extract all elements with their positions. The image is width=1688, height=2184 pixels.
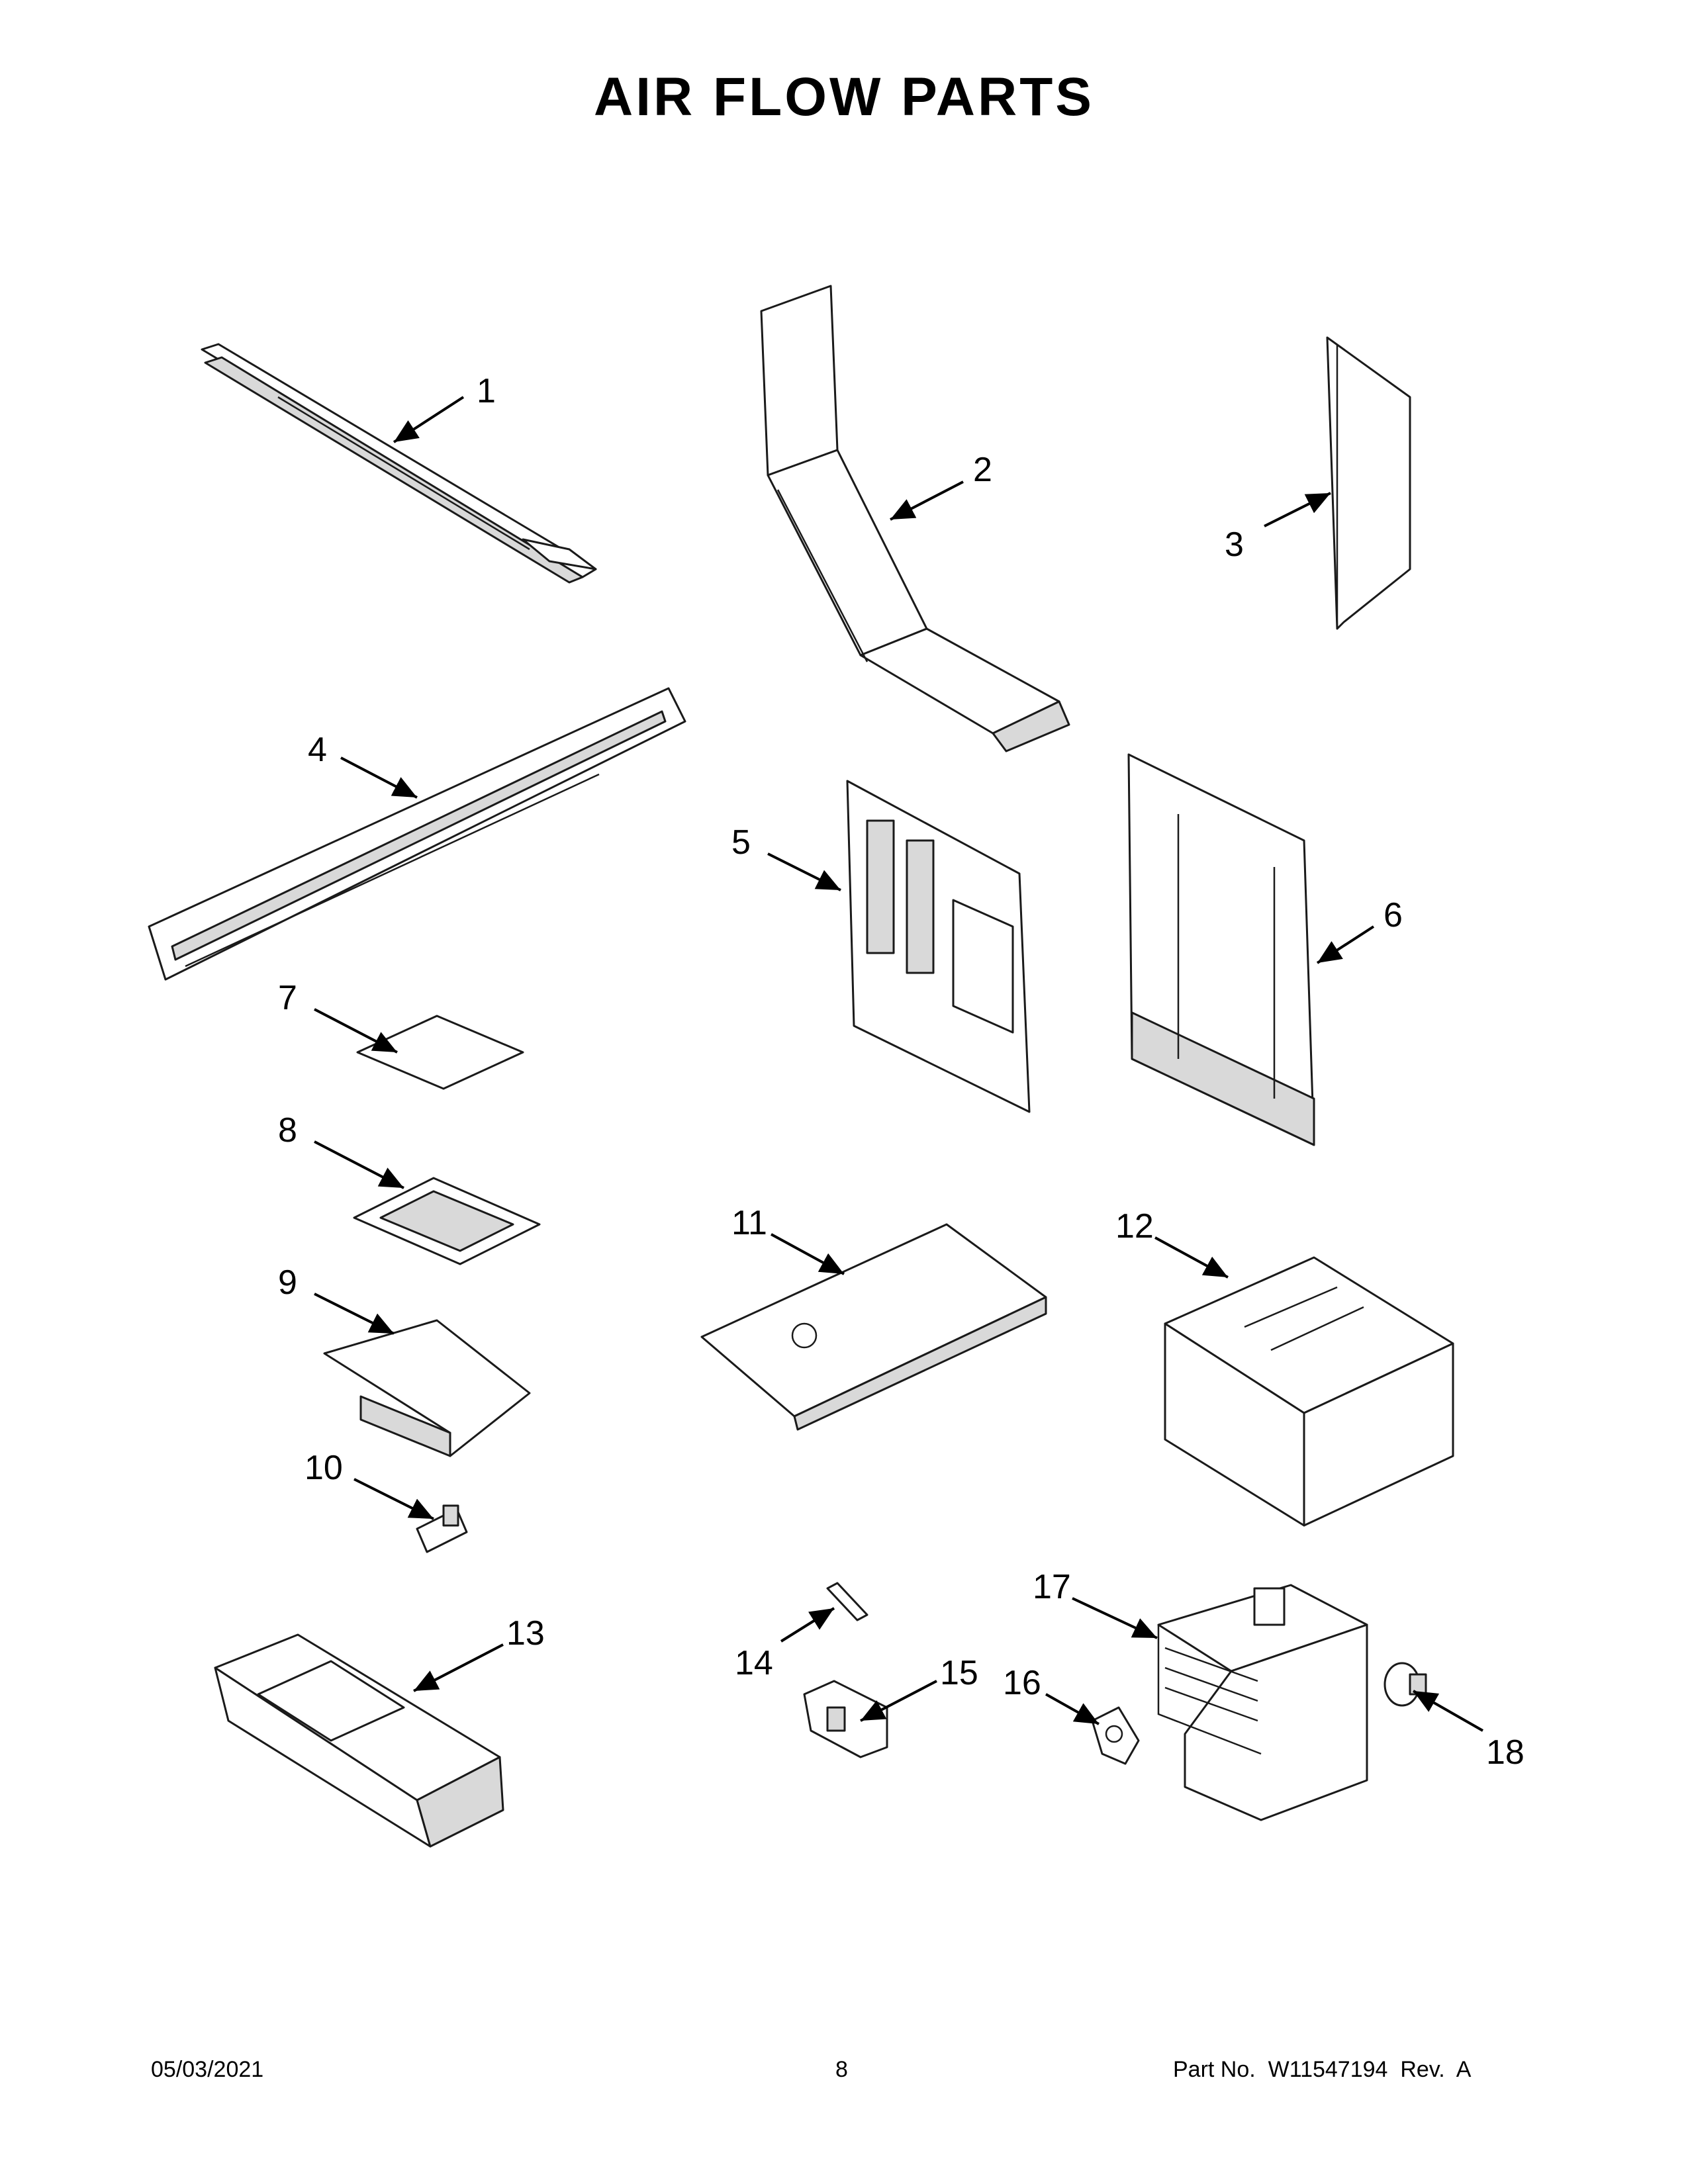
long-channel-icon [148,687,686,981]
callout-14: 14 [735,1644,773,1682]
leader-arrow-14 [780,1607,835,1643]
callout-7: 7 [278,979,297,1017]
footer-part-number: Part No. W11547194 Rev. A [1173,2057,1472,2082]
callout-2: 2 [973,451,992,489]
callout-4: 4 [308,731,327,769]
callout-5: 5 [731,823,751,862]
callout-13: 13 [506,1614,545,1653]
leader-arrow-13 [413,1643,504,1692]
callout-9: 9 [278,1263,297,1302]
leader-arrow-16 [1045,1693,1100,1725]
leader-arrow-7 [314,1008,398,1054]
side-panel-icon [1326,336,1411,630]
page-title: AIR FLOW PARTS [594,67,1094,127]
sensor-icon [416,1504,468,1553]
leader-arrow-6 [1316,925,1375,964]
clip-icon [1091,1706,1140,1765]
callout-11: 11 [731,1204,767,1242]
thermostat-icon [1383,1662,1427,1707]
leader-arrow-2 [890,480,964,521]
cover-plate-icon [700,1223,1047,1431]
leader-arrow-3 [1264,492,1331,527]
leader-arrow-11 [771,1233,845,1275]
callout-8: 8 [278,1111,297,1150]
leader-arrow-18 [1413,1690,1483,1732]
leader-arrow-17 [1072,1597,1158,1639]
callout-10: 10 [305,1449,343,1487]
magnetron-icon [1157,1584,1368,1821]
switch-icon [803,1680,888,1758]
callout-16: 16 [1003,1664,1041,1702]
leader-arrow-9 [314,1293,395,1335]
footer-date: 05/03/2021 [151,2057,264,2082]
back-panel-icon [1127,753,1315,1146]
footer-page-number: 8 [835,2057,848,2082]
callout-numbers: 1 2 3 4 5 6 7 8 9 10 11 12 13 14 15 16 1… [278,372,1524,1772]
leader-arrows [314,396,1483,1732]
leader-arrow-8 [314,1140,404,1189]
leader-arrow-1 [393,396,465,443]
pin-icon [826,1582,868,1621]
leader-arrow-12 [1154,1236,1229,1279]
callout-1: 1 [477,372,496,410]
callout-18: 18 [1486,1733,1524,1772]
leader-arrow-5 [767,852,841,891]
magnetron-bracket-icon [1164,1256,1454,1527]
callout-17: 17 [1033,1568,1071,1606]
vent-panel-icon [846,780,1031,1113]
filter-frame-icon [353,1177,541,1265]
small-bracket-icon [323,1319,531,1457]
fan-housing-icon [214,1633,504,1848]
callout-12: 12 [1115,1207,1154,1246]
leader-arrow-15 [860,1680,937,1722]
callout-3: 3 [1225,525,1244,564]
bent-duct-icon [760,285,1070,752]
filter-sheet-icon [356,1015,524,1090]
callout-15: 15 [940,1654,978,1692]
leader-arrow-10 [353,1478,434,1520]
callout-6: 6 [1383,896,1403,934]
leader-arrow-4 [340,756,418,799]
rail-bracket-icon [201,343,597,584]
